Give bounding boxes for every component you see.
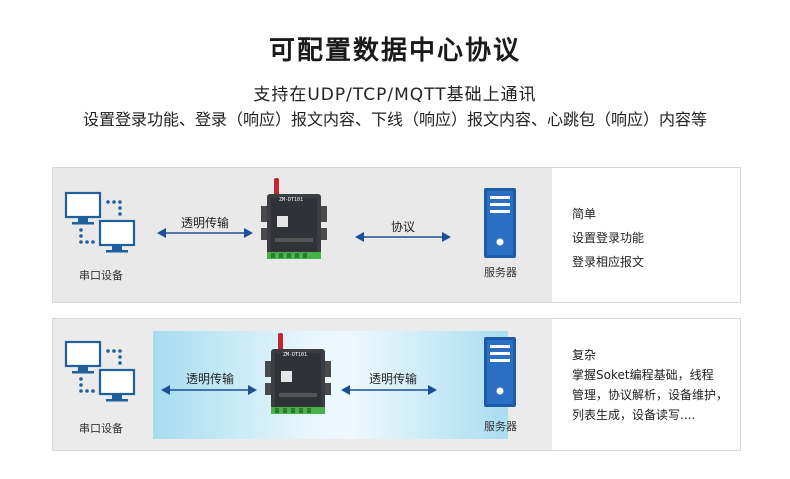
server-icon	[484, 188, 516, 258]
arrow-protocol	[355, 232, 451, 242]
server-icon	[484, 337, 516, 407]
page-title: 可配置数据中心协议	[268, 36, 521, 66]
device-model-label: ZM-DT101	[279, 197, 304, 203]
serial-device-icon	[64, 191, 136, 254]
arrow1-label: 透明传输	[186, 372, 235, 386]
dtu-device-icon	[265, 333, 331, 414]
arrow-transparent-transfer	[341, 385, 437, 395]
desc-line: 管理，协议解析，设备维护，	[572, 388, 729, 402]
desc-line: 掌握Soket编程基础，线程	[572, 368, 714, 382]
arrow1-label: 透明传输	[181, 216, 230, 230]
desc-title: 复杂	[572, 348, 597, 362]
simple-description: 简单 设置登录功能 登录相应报文	[572, 202, 644, 274]
complex-description: 复杂 掌握Soket编程基础，线程 管理，协议解析，设备维护， 列表生成，设备读…	[572, 345, 728, 425]
dtu-device-icon	[261, 178, 327, 259]
arrow2-label: 透明传输	[369, 372, 418, 386]
subtitle-protocols: 支持在UDP/TCP/MQTT基础上通讯	[253, 85, 537, 105]
server-label: 服务器	[484, 266, 517, 279]
arrow-transparent-transfer	[161, 385, 257, 395]
desc-title: 简单	[572, 207, 597, 221]
arrow-transparent-transfer	[157, 228, 253, 238]
device-model-label: ZM-DT101	[283, 352, 308, 358]
desc-line: 列表生成，设备读写....	[572, 408, 696, 422]
server-label: 服务器	[484, 420, 517, 433]
arrow2-label: 协议	[391, 220, 416, 234]
panel-complex-protocol: 串口设备 透明传输 ZM-DT101 透明传输 服务器 复杂 掌握Soket编程…	[52, 318, 741, 451]
serial-device-label: 串口设备	[79, 269, 123, 282]
panel-simple-protocol: 串口设备 透明传输 ZM-DT101 协议 服务器 简单 设置登录功能 登录相应…	[52, 167, 741, 303]
desc-line: 设置登录功能	[572, 231, 645, 245]
desc-line: 登录相应报文	[572, 255, 645, 269]
serial-device-icon	[64, 340, 136, 403]
subtitle-features: 设置登录功能、登录（响应）报文内容、下线（响应）报文内容、心跳包（响应）内容等	[82, 110, 707, 129]
serial-device-label: 串口设备	[79, 422, 123, 435]
